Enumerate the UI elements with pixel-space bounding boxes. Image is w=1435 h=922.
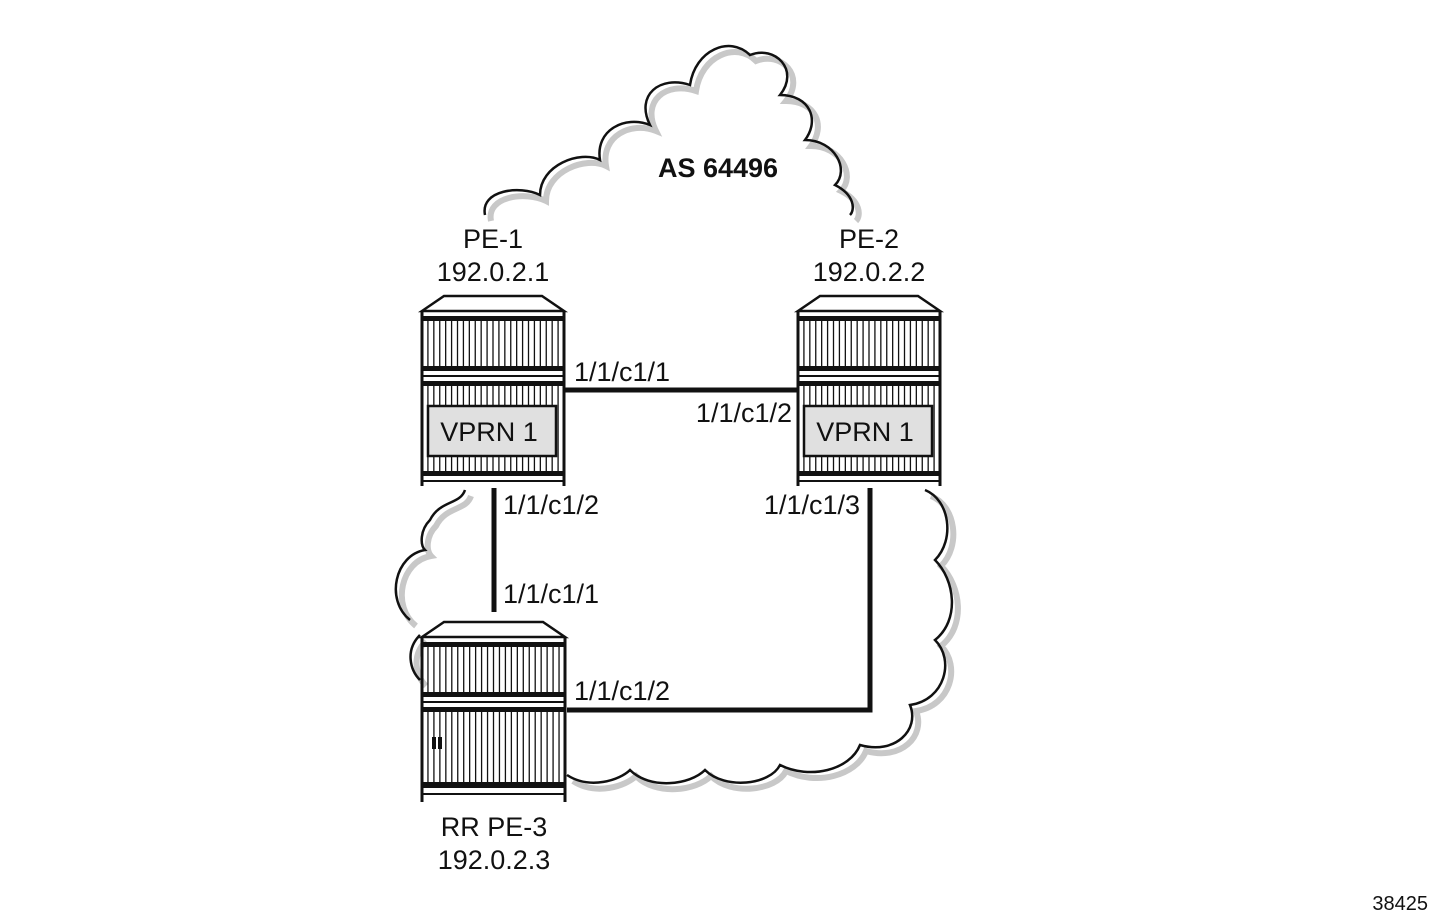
pe1-name: PE-1 — [463, 224, 523, 254]
link-pe3-pe2 — [567, 488, 873, 713]
pe1-ip: 192.0.2.1 — [437, 257, 550, 287]
figure-number: 38425 — [1372, 893, 1428, 915]
router-pe3[interactable] — [417, 620, 570, 802]
port-pe1-to-pe2: 1/1/c1/1 — [574, 357, 670, 387]
vprn-label: VPRN 1 — [440, 417, 538, 447]
as-cloud-lower — [394, 488, 961, 793]
pe3-name: RR PE-3 — [441, 812, 548, 842]
links — [491, 387, 873, 713]
router-pe2[interactable]: VPRN 1 — [793, 294, 945, 486]
pe2-name: PE-2 — [839, 224, 899, 254]
port-pe1-to-pe3: 1/1/c1/2 — [503, 490, 599, 520]
port-pe3-to-pe1: 1/1/c1/1 — [503, 579, 599, 609]
pe2-ip: 192.0.2.2 — [813, 257, 926, 287]
port-pe2-to-pe3: 1/1/c1/3 — [764, 490, 860, 520]
handle-icon — [432, 737, 442, 749]
vprn-box — [426, 404, 558, 458]
port-pe2-to-pe1: 1/1/c1/2 — [696, 398, 792, 428]
routers: VPRN 1 VPRN 1 — [417, 294, 945, 802]
as-label: AS 64496 — [658, 153, 778, 183]
as-cloud-upper — [483, 44, 862, 224]
pe3-ip: 192.0.2.3 — [438, 845, 551, 875]
vprn-box — [802, 404, 934, 458]
port-pe3-to-pe2: 1/1/c1/2 — [574, 676, 670, 706]
router-pe1[interactable]: VPRN 1 — [417, 294, 569, 486]
vprn-label: VPRN 1 — [816, 417, 914, 447]
